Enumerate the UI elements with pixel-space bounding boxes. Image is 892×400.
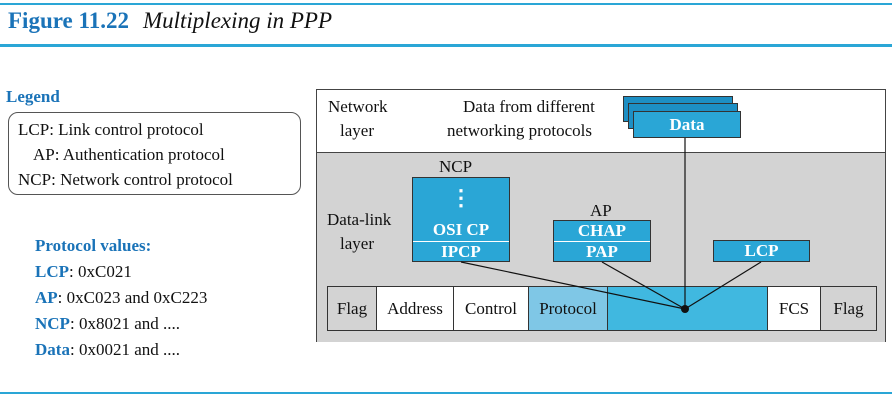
ncp-dots: ⋮ xyxy=(450,185,472,210)
bottom-rule xyxy=(0,392,892,394)
legend-abbr: AP xyxy=(33,145,55,164)
datalink-layer-label-1: Data-link xyxy=(327,210,392,229)
multiplexer-dot xyxy=(681,305,689,313)
ncp-box: ⋮ OSI CP IPCP xyxy=(412,177,510,262)
ncp-label: NCP xyxy=(439,157,473,176)
protocol-key: LCP xyxy=(35,262,69,281)
protocol-value-row: Data: 0x0021 and .... xyxy=(35,340,180,359)
legend-entry-ncp: NCP: Network control protocol xyxy=(18,170,233,189)
protocol-value-row: NCP: 0x8021 and .... xyxy=(35,314,180,333)
ap-box: CHAP PAP xyxy=(553,220,651,262)
ncp-item-osi-cp: OSI CP xyxy=(432,220,490,239)
legend-abbr: LCP xyxy=(18,120,50,139)
ap-item-pap: PAP xyxy=(586,242,618,261)
legend-entry-lcp: LCP: Link control protocol xyxy=(18,120,204,139)
protocol-value: 0x0021 and .... xyxy=(78,340,180,359)
top-rule xyxy=(0,3,892,5)
connector-ncp xyxy=(460,261,686,310)
datalink-layer-label-2: layer xyxy=(340,234,374,253)
ncp-divider xyxy=(413,241,509,242)
protocol-value-row: LCP: 0xC021 xyxy=(35,262,132,281)
legend-meaning: Link control protocol xyxy=(58,120,204,139)
frame-field-flag-start: Flag xyxy=(327,286,376,331)
legend-entry-ap: AP: Authentication protocol xyxy=(33,145,225,164)
figure-caption: Multiplexing in PPP xyxy=(142,8,333,33)
frame-field-address: Address xyxy=(376,286,453,331)
protocol-value: 0xC023 and 0xC223 xyxy=(66,288,208,307)
protocol-value-row: AP: 0xC023 and 0xC223 xyxy=(35,288,208,307)
legend-title: Legend xyxy=(6,87,60,106)
frame-field-control: Control xyxy=(453,286,528,331)
ncp-item-ipcp: IPCP xyxy=(441,242,481,261)
data-from-label-2: networking protocols xyxy=(447,121,592,140)
data-from-label-1: Data from different xyxy=(463,97,595,116)
title-rule xyxy=(0,44,892,47)
frame-field-flag-end: Flag xyxy=(820,286,877,331)
frame-field-protocol: Protocol xyxy=(528,286,607,331)
figure-title: Figure 11.22 Multiplexing in PPP xyxy=(8,8,332,34)
connector-lcp xyxy=(684,261,762,310)
network-layer-label-2: layer xyxy=(340,121,374,140)
protocol-value: 0x8021 and .... xyxy=(78,314,180,333)
protocol-key: NCP xyxy=(35,314,70,333)
legend-meaning: Network control protocol xyxy=(60,170,233,189)
protocol-values-title: Protocol values: xyxy=(35,236,152,255)
connector-ap xyxy=(601,261,686,310)
legend-meaning: Authentication protocol xyxy=(62,145,225,164)
protocol-value: 0xC021 xyxy=(77,262,132,281)
protocol-key: Data xyxy=(35,340,70,359)
ap-label: AP xyxy=(590,201,612,220)
frame-field-fcs: FCS xyxy=(767,286,820,331)
data-box: Data xyxy=(633,111,741,138)
ap-item-chap: CHAP xyxy=(577,221,627,240)
legend-abbr: NCP xyxy=(18,170,52,189)
protocol-key: AP xyxy=(35,288,58,307)
legend-box xyxy=(8,112,301,195)
ap-divider xyxy=(554,241,650,242)
figure-number: Figure 11.22 xyxy=(8,8,129,33)
lcp-box: LCP xyxy=(713,240,810,262)
network-layer-label-1: Network xyxy=(328,97,388,116)
